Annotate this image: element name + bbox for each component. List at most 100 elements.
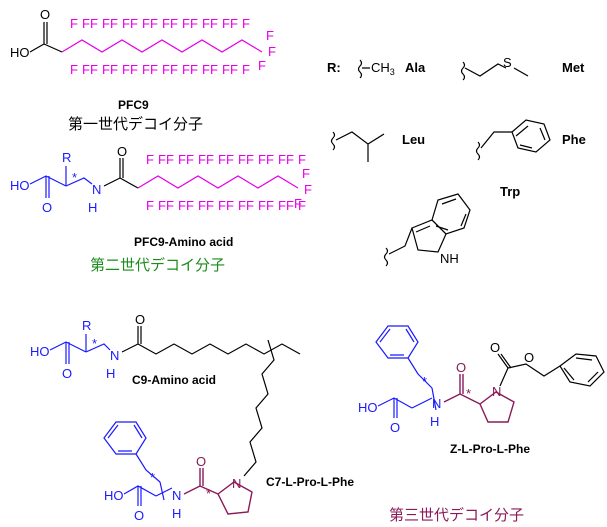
fluorine-atom: F: [198, 198, 206, 213]
fluorine-atom: F: [298, 152, 306, 167]
fluorine-atom: F: [278, 198, 286, 213]
fluorine-atom: F: [142, 16, 150, 31]
fluorine-atom: F: [186, 198, 194, 213]
fluorine-atom: F: [226, 152, 234, 167]
pfc9-amino-generation-label: 第二世代デコイ分子: [90, 256, 225, 274]
z-pro-phe-carbonyl-o: O: [456, 360, 466, 375]
fluorine-atom: F: [206, 152, 214, 167]
pfc9-ho-atom: HO: [10, 45, 30, 60]
third-generation-label: 第三世代デコイ分子: [389, 506, 524, 524]
fluorine-atom: F: [268, 44, 276, 59]
fluorine-atom: F: [110, 62, 118, 77]
fluorine-atom: F: [170, 16, 178, 31]
fluorine-atom: F: [102, 62, 110, 77]
pfc9-amino-carbonyl-o: O: [117, 144, 127, 159]
fluorine-atom: F: [130, 62, 138, 77]
c7-pro-phe-stereo-star: *: [150, 470, 155, 485]
fluorine-atom: F: [230, 16, 238, 31]
fluorine-atom: F: [298, 198, 306, 213]
pfc9-amino-n-atom: N: [92, 182, 101, 197]
fluorine-atom: F: [130, 16, 138, 31]
c9-amino-o-atom: O: [62, 366, 72, 381]
fluorine-atom: F: [222, 62, 230, 77]
r-group-trp-nh-atom: NH: [440, 251, 459, 266]
fluorine-atom: F: [158, 152, 166, 167]
fluorine-atom: F: [218, 198, 226, 213]
fluorine-atom: F: [242, 62, 250, 77]
fluorine-atom: F: [70, 16, 78, 31]
z-pro-phe-n-atom: N: [432, 396, 441, 411]
z-pro-phe-ring-n: N: [492, 384, 501, 399]
fluorine-atom: F: [190, 16, 198, 31]
c9-amino-name: C9-Amino acid: [132, 373, 216, 387]
fluorine-atom: F: [102, 16, 110, 31]
pfc9-amino-r-atom: R: [62, 150, 71, 165]
fluorine-atom: F: [286, 198, 294, 213]
pfc9-o-atom: O: [40, 7, 50, 22]
fluorine-atom: F: [266, 28, 274, 43]
z-pro-phe-name: Z-L-Pro-L-Phe: [450, 442, 530, 456]
z-pro-phe-o-atom: O: [390, 420, 400, 435]
c7-pro-phe-h-atom: H: [172, 506, 181, 521]
fluorine-atom: F: [246, 152, 254, 167]
fluorine-atom: F: [258, 58, 266, 73]
pfc9-generation-label: 第一世代デコイ分子: [68, 115, 203, 133]
c9-amino-structure: R HO O * N H O: [30, 312, 301, 381]
pfc9-amino-name: PFC9-Amino acid: [134, 235, 233, 249]
fluorine-atom: F: [178, 152, 186, 167]
fluorine-atom: F: [170, 62, 178, 77]
r-group-ala-name: Ala: [405, 60, 426, 75]
c9-amino-stereo-star: *: [92, 336, 97, 351]
fluorine-atom: F: [210, 62, 218, 77]
c7-pro-phe-carbonyl-o: O: [196, 454, 206, 469]
fluorine-atom: F: [266, 198, 274, 213]
fluorine-atom: F: [202, 16, 210, 31]
fluorine-atom: F: [278, 152, 286, 167]
fluorine-atom: F: [162, 16, 170, 31]
c7-pro-phe-o-atom: O: [134, 508, 144, 523]
r-group-met-name: Met: [562, 60, 585, 75]
fluorine-atom: F: [294, 196, 302, 211]
fluorine-atom: F: [146, 152, 154, 167]
fluorine-atom: F: [90, 62, 98, 77]
fluorine-atom: F: [150, 62, 158, 77]
fluorine-atom: F: [198, 152, 206, 167]
c9-amino-r-atom: R: [82, 318, 91, 333]
c9-amino-h-atom: H: [106, 366, 115, 381]
c9-amino-ho-atom: HO: [30, 344, 50, 359]
fluorine-atom: F: [258, 198, 266, 213]
fluorine-atom: F: [210, 16, 218, 31]
fluorine-atom: F: [142, 62, 150, 77]
pfc9-name: PFC9: [118, 98, 149, 112]
fluorine-atom: F: [190, 62, 198, 77]
r-group-met-s-atom: S: [503, 55, 512, 70]
c7-pro-phe-n-atom: N: [172, 488, 181, 503]
c7-pro-phe-pro-star: *: [206, 486, 211, 501]
fluorine-atom: F: [178, 198, 186, 213]
z-pro-phe-ho-atom: HO: [358, 400, 378, 415]
fluorine-atom: F: [122, 62, 130, 77]
fluorine-atom: F: [162, 62, 170, 77]
fluorine-atom: F: [158, 198, 166, 213]
z-pro-phe-ester-o: O: [524, 350, 534, 365]
pfc9-amino-stereo-star: *: [72, 170, 77, 185]
fluorine-atom: F: [182, 62, 190, 77]
c7-pro-phe-ho-atom: HO: [104, 488, 124, 503]
z-pro-phe-stereo-star: *: [422, 374, 427, 389]
fluorine-atom: F: [230, 62, 238, 77]
c9-amino-n-atom: N: [110, 348, 119, 363]
fluorine-atom: F: [238, 152, 246, 167]
pfc9-amino-ho-atom: HO: [10, 178, 30, 193]
r-group-trp-name: Trp: [500, 184, 520, 199]
fluorine-atom: F: [238, 198, 246, 213]
fluorine-atom: F: [166, 152, 174, 167]
fluorine-atom: F: [266, 152, 274, 167]
r-group-phe-name: Phe: [562, 132, 586, 147]
c7-pro-phe-name: C7-L-Pro-L-Phe: [266, 475, 354, 489]
fluorine-atom: F: [286, 152, 294, 167]
